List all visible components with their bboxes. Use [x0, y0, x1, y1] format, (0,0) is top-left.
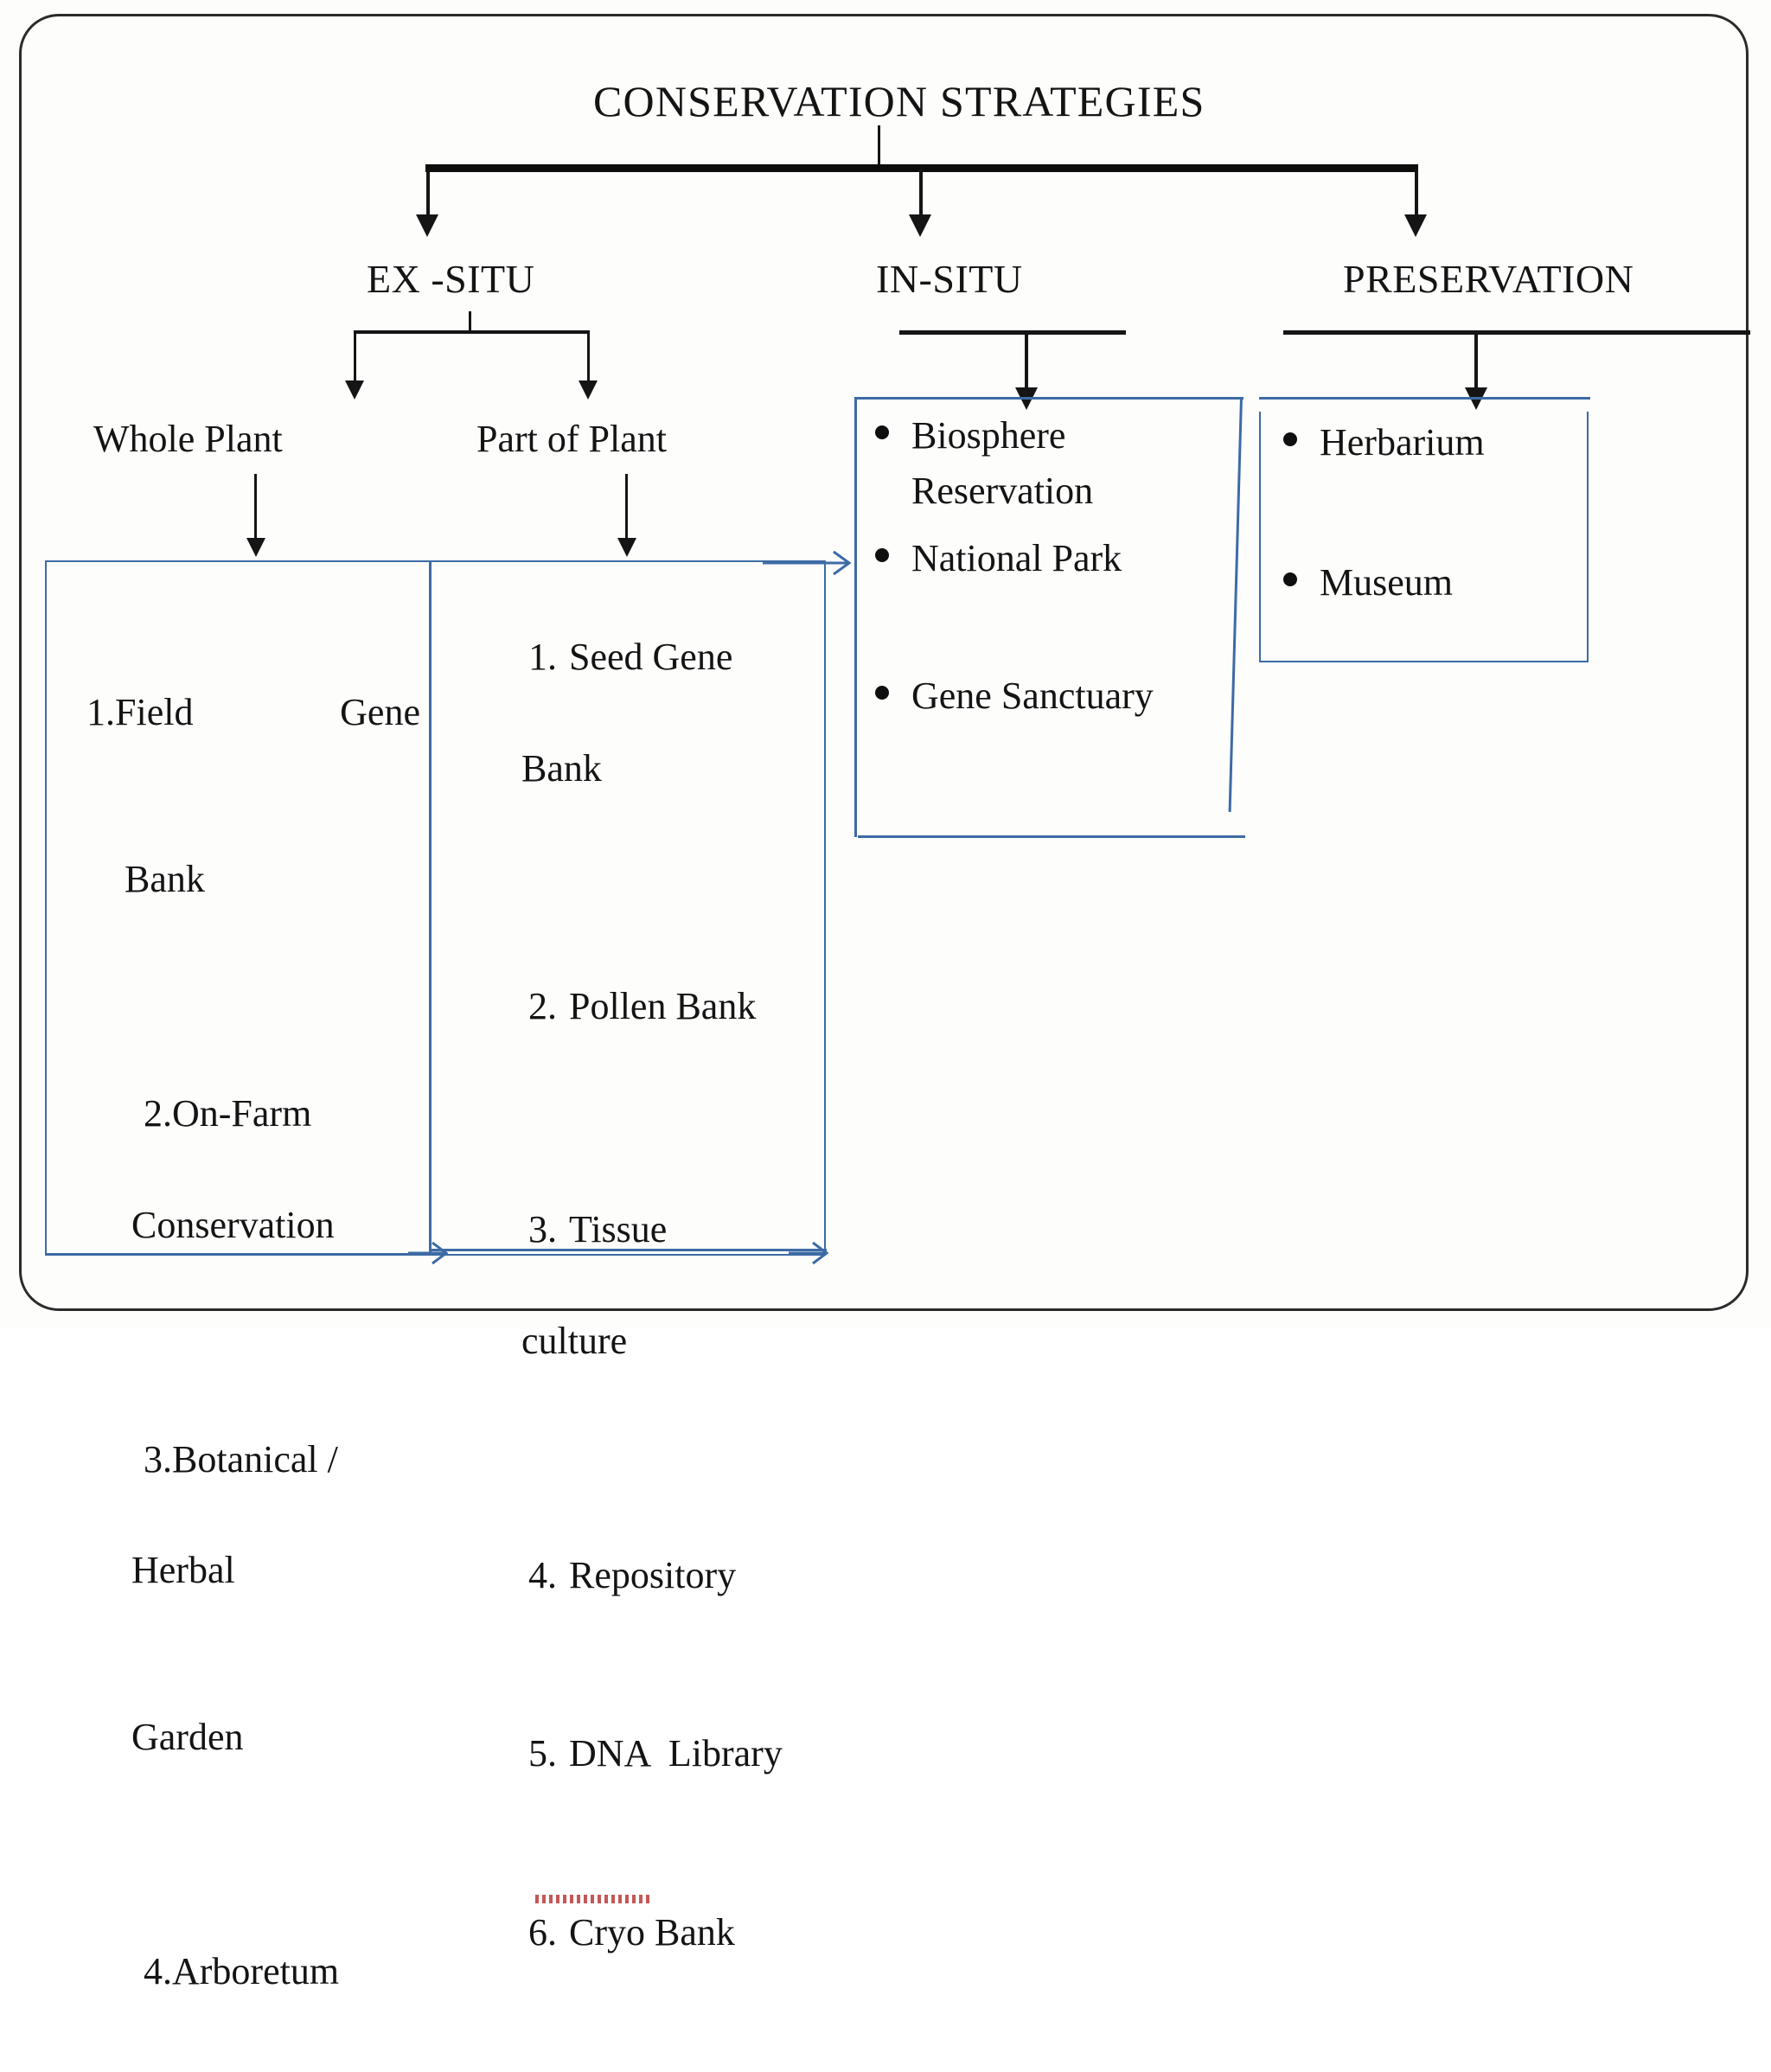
preservation-box-top [1259, 397, 1590, 400]
bullet-dot-icon [875, 547, 889, 562]
list-item-text-tertiary: Garden [131, 1715, 244, 1758]
list-item-text-secondary: culture [521, 1319, 628, 1362]
ex-situ-right-drop [587, 330, 590, 384]
bullet-text: Biosphere Reservation [911, 414, 1094, 512]
list-item-number: 5. [528, 1732, 557, 1775]
diagram-canvas: CONSERVATION STRATEGIES EX -SITU IN-SITU… [19, 14, 1750, 1992]
list-item-text-secondary: Gene [340, 691, 420, 734]
ex-situ-lists-container-box [45, 560, 826, 1256]
list-item: 2. Pollen Bank [471, 923, 817, 1090]
list-item: Museum [1283, 555, 1586, 611]
list-item-number: 1. [528, 636, 557, 679]
spellcheck-squiggle [535, 1894, 653, 1903]
bullet-dot-icon [875, 686, 889, 700]
branch-label-ex-situ: EX -SITU [367, 257, 535, 301]
list-item: 1.Field Gene Bank [86, 574, 424, 1019]
in-situ-box-left [854, 397, 857, 837]
list-item-number: 1. [86, 691, 115, 734]
sub-branch-label-part-of-plant: Part of Plant [476, 418, 667, 460]
list-item-number: 2. [144, 1092, 172, 1135]
outer-frame [19, 14, 1749, 1311]
ex-situ-stem [469, 311, 471, 332]
whole-plant-drop-line [254, 474, 257, 543]
in-situ-box-bottom [858, 835, 1245, 838]
arrow-to-in-situ-link-icon [763, 550, 852, 576]
list-item-text-tertiary: Bank [125, 858, 205, 901]
list-item: National Park [875, 531, 1238, 586]
preservation-bullet-list: Herbarium Museum [1283, 415, 1586, 623]
drop-line-ex-situ [426, 169, 430, 218]
list-item: Gene Sanctuary [875, 668, 1238, 724]
list-item-text-secondary: Herbal [131, 1548, 235, 1591]
list-item: 2.On-Farm Conservation [86, 1031, 424, 1364]
sub-branch-label-whole-plant: Whole Plant [93, 418, 283, 460]
list-item-number: 3. [528, 1208, 557, 1251]
arrow-to-in-situ [909, 214, 931, 237]
list-item: 5. DNA Library [471, 1671, 817, 1838]
arrow-bottom-left-icon [408, 1241, 449, 1265]
list-item-number: 4. [144, 1949, 172, 1992]
list-item-number: 3. [144, 1437, 172, 1480]
list-item-text-primary: Arboretum [172, 1949, 340, 1992]
ex-situ-split-bar [355, 330, 590, 334]
list-item: 1. Seed Gene Bank [471, 574, 817, 907]
list-item: Herbarium [1283, 415, 1586, 470]
branch-label-preservation: PRESERVATION [1343, 257, 1634, 301]
bullet-text: Museum [1320, 560, 1453, 604]
bullet-dot-icon [1283, 432, 1297, 446]
drop-line-in-situ [919, 169, 923, 218]
list-item-text-primary: Pollen Bank [569, 984, 757, 1027]
title-stem-line [878, 125, 880, 167]
list-item-text-primary: Tissue [569, 1208, 668, 1251]
arrow-to-ex-situ [416, 214, 438, 237]
whole-plant-box-bottom [45, 1253, 429, 1256]
list-item-text-primary: DNA Library [569, 1732, 783, 1775]
list-item: 4.Arboretum [86, 1888, 424, 2055]
top-distribution-bar [425, 164, 1418, 172]
part-of-plant-list: 1. Seed Gene Bank 2. Pollen Bank 3. Tissue … [471, 574, 817, 2072]
list-item: 6. Cryo Bank [471, 1850, 817, 2072]
list-item-text-primary: Seed Gene [569, 636, 733, 679]
in-situ-drop-line [1025, 332, 1028, 393]
diagram-title: CONSERVATION STRATEGIES [593, 77, 1205, 125]
ex-situ-bottom-connector [429, 1249, 827, 1251]
list-item: Biosphere Reservation [875, 408, 1238, 519]
branch-label-in-situ: IN-SITU [876, 257, 1023, 301]
ex-situ-left-drop [354, 330, 356, 384]
bullet-text: Gene Sanctuary [911, 675, 1154, 718]
list-item-text-primary: Botanical / [172, 1437, 338, 1480]
part-of-plant-drop-line [625, 474, 628, 543]
arrow-to-preservation [1404, 214, 1427, 237]
list-item-text-primary: Cryo Bank [569, 1911, 735, 1954]
arrow-bottom-right-icon [789, 1241, 829, 1265]
list-item: 3.Botanical / Herbal Garden [86, 1376, 424, 1876]
list-item-number: 2. [528, 984, 557, 1027]
list-item-number: 4. [528, 1553, 557, 1596]
ex-situ-lists-divider [429, 560, 432, 1256]
bullet-text: Herbarium [1320, 421, 1485, 464]
arrow-to-part-of-plant-list [617, 538, 636, 557]
preservation-drop-line [1474, 332, 1478, 393]
list-item-text-primary: On-Farm [172, 1092, 312, 1135]
arrow-to-part-of-plant [579, 381, 598, 400]
list-item-text-tertiary: Conservation [131, 1203, 335, 1246]
in-situ-box-top [854, 397, 1244, 400]
list-item-number: 6. [528, 1911, 557, 1954]
arrow-to-whole-plant-list [246, 538, 265, 557]
list-item-text-primary: Field [115, 691, 194, 734]
in-situ-underline [899, 330, 1126, 335]
list-item-text-secondary: Bank [521, 746, 602, 790]
bullet-dot-icon [1283, 572, 1297, 586]
list-item: 3. Tissue culture [471, 1147, 817, 1480]
bullet-dot-icon [875, 425, 889, 439]
arrow-to-whole-plant [345, 381, 364, 400]
in-situ-bullet-list: Biosphere Reservation National Park Gene… [875, 408, 1238, 736]
preservation-box [1259, 412, 1589, 662]
list-item: 4. Repository [471, 1493, 817, 1660]
list-item-text-primary: Repository [569, 1553, 737, 1596]
drop-line-preservation [1415, 169, 1418, 218]
bullet-text: National Park [911, 536, 1122, 579]
preservation-underline [1283, 330, 1750, 335]
